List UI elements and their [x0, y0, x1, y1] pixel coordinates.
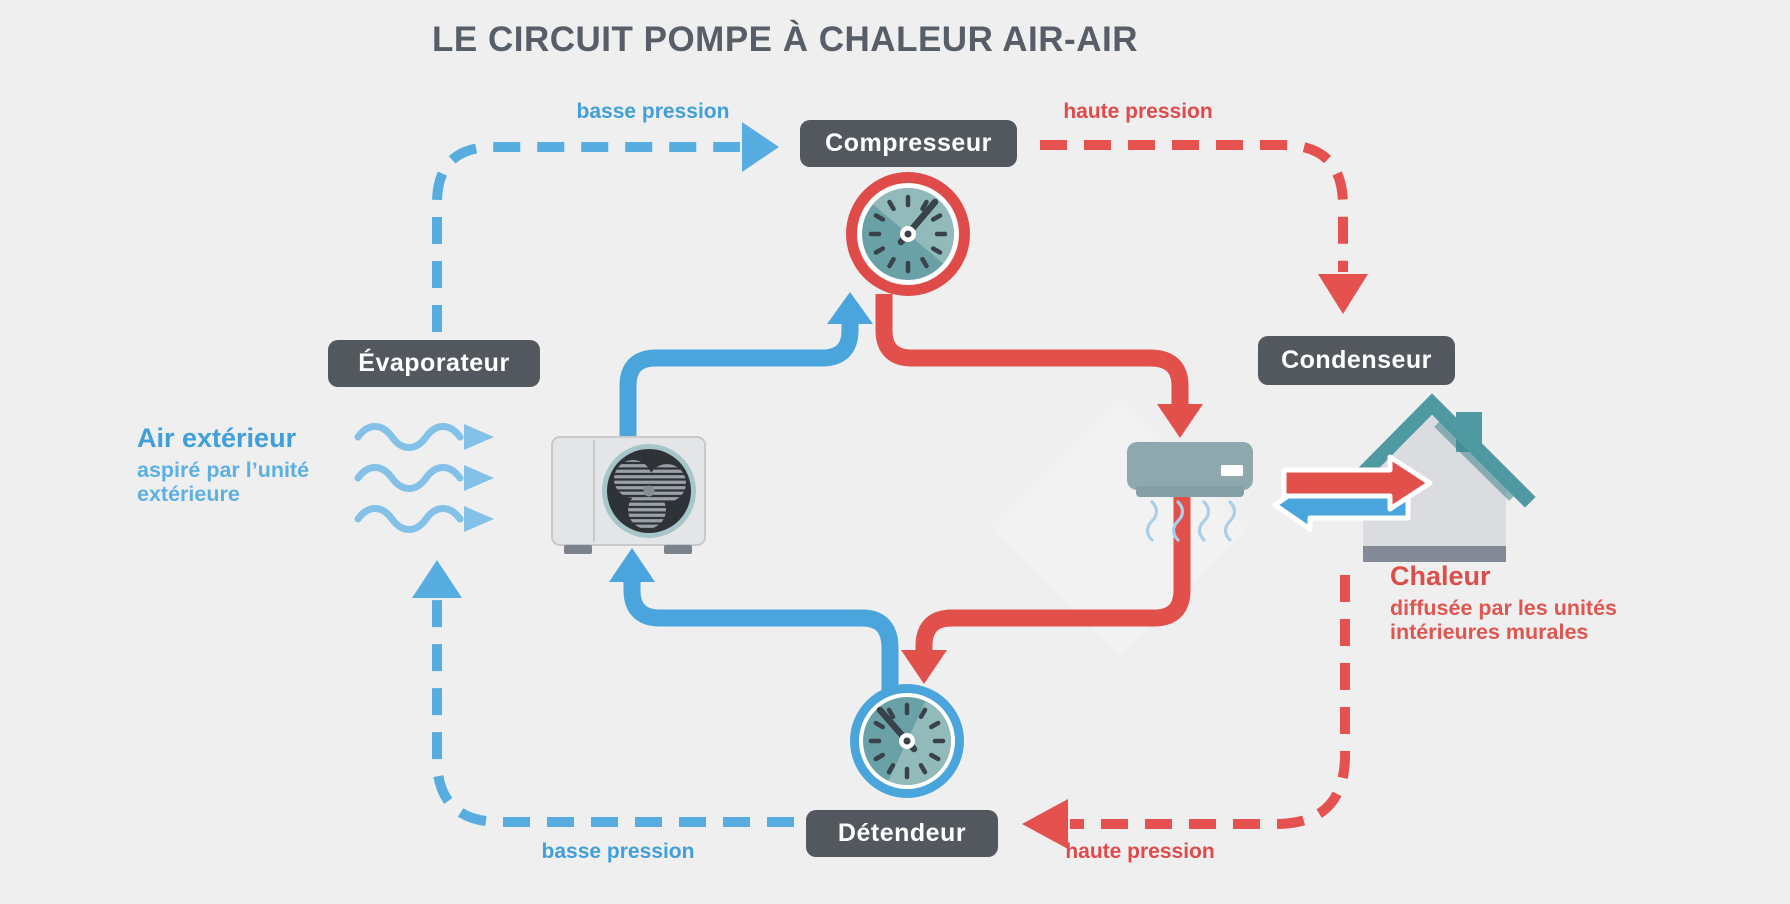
- high-pressure-dashed-arrow-bottom: [1022, 575, 1350, 849]
- heat-subtitle: diffusée par les unités intérieures mura…: [1390, 595, 1618, 645]
- low-pressure-label-bottom: basse pression: [541, 840, 695, 863]
- refrigerant-pipe-evaporator-to-compressor: [619, 292, 873, 444]
- low-pressure-dashed-arrow-bottom: [412, 560, 794, 827]
- page-title: LE CIRCUIT POMPE À CHALEUR AIR-AIR: [432, 20, 1138, 59]
- heat-diffusion-icon: [1145, 500, 1237, 542]
- outside-air-subtitle: aspiré par l’unité extérieure: [137, 457, 310, 507]
- expansion-valve-label: Détendeur: [806, 810, 998, 857]
- high-pressure-label-bottom: haute pression: [1065, 840, 1215, 863]
- heat-title: Chaleur: [1390, 561, 1491, 591]
- outdoor-unit-icon: [551, 436, 706, 554]
- low-pressure-label-top: basse pression: [576, 100, 730, 123]
- outside-air-annotation: Air extérieur aspiré par l’unité extérie…: [137, 423, 362, 507]
- heat-annotation: Chaleur diffusée par les unités intérieu…: [1390, 561, 1665, 645]
- indoor-unit-icon: [1127, 442, 1253, 497]
- outside-air-title: Air extérieur: [137, 423, 297, 453]
- evaporator-label: Évaporateur: [328, 340, 540, 387]
- low-pressure-dashed-arrow-top: [432, 122, 779, 332]
- refrigerant-pipe-compressor-to-condenser: [875, 294, 1203, 438]
- outside-air-arrows-icon: [354, 423, 494, 533]
- compressor-label: Compresseur: [800, 120, 1017, 167]
- refrigerant-pipe-expansion-to-evaporator: [609, 548, 899, 690]
- condenser-label: Condenseur: [1258, 336, 1455, 385]
- heat-exchange-arrows-icon: [1272, 454, 1433, 532]
- high-pressure-label-top: haute pression: [1063, 100, 1213, 123]
- high-pressure-dashed-arrow-top: [1040, 140, 1368, 314]
- expansion-valve-gauge-icon: [850, 684, 964, 798]
- refrigerant-pipe-condenser-to-expansion: [901, 486, 1191, 684]
- compressor-gauge-icon: [846, 172, 970, 296]
